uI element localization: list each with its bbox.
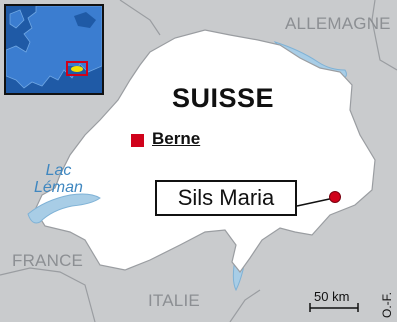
inset-frame [66, 61, 88, 76]
label-lake-line2: Léman [34, 179, 83, 196]
callout-leader [296, 197, 335, 207]
scale-label: 50 km [314, 289, 350, 304]
europe-inset [4, 4, 104, 95]
label-lake-line1: Lac [45, 162, 72, 179]
border-line [119, 0, 161, 36]
border-line [229, 289, 261, 322]
inset-sea-baltic [74, 12, 96, 28]
label-capital: Berne [152, 129, 201, 148]
lake-geneva [27, 193, 101, 224]
label-lake: Lac Léman [34, 162, 83, 196]
label-italy: ITALIE [148, 291, 200, 310]
location-callout: Sils Maria [155, 180, 297, 216]
inset-highlight [71, 66, 83, 72]
red-dot-icon [329, 191, 341, 203]
red-square-icon [131, 134, 144, 147]
europe-inset-map [6, 6, 102, 93]
label-france: FRANCE [12, 251, 84, 270]
label-germany: ALLEMAGNE [285, 14, 391, 33]
border-line [0, 267, 96, 322]
credit-label: O.-F. [380, 292, 394, 318]
label-country: SUISSE [172, 83, 275, 113]
inset-island [9, 9, 25, 29]
border-line [371, 0, 397, 71]
